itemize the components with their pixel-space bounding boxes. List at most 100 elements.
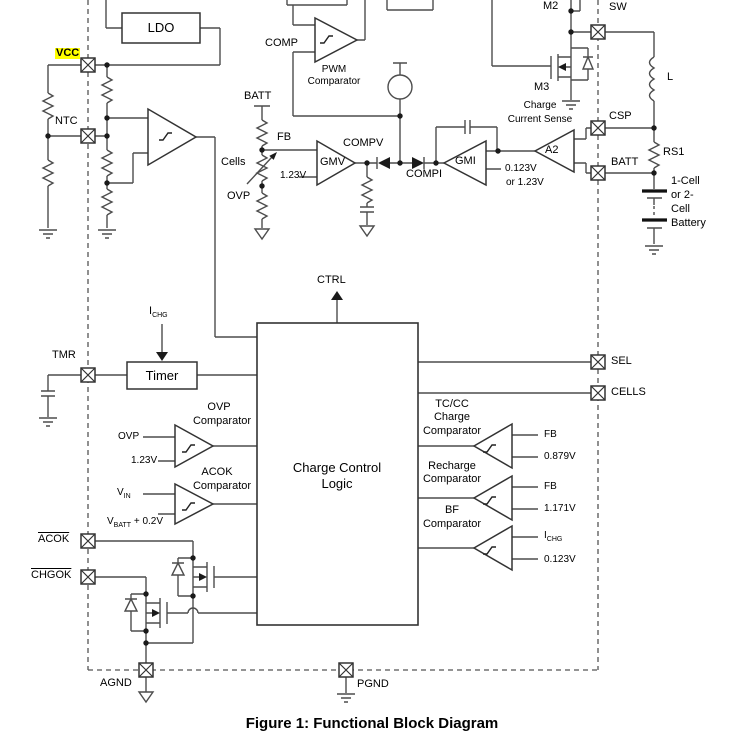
inductor-label: L <box>667 71 674 83</box>
ovp-reference: 1.23V <box>131 455 158 466</box>
battery-label: Cell <box>671 203 690 215</box>
body-diode-icon <box>123 597 139 612</box>
ichg-timer-label: ICHG <box>149 305 168 320</box>
pin-chgok <box>80 569 96 585</box>
vbatt-suffix: + 0.2V <box>131 516 164 527</box>
recharge-comparator-input: FB <box>544 481 557 492</box>
timer-label: Timer <box>145 368 179 383</box>
hysteresis-icon <box>483 546 496 555</box>
pwm-comparator-triangle <box>314 16 359 64</box>
recharge-comparator-label: Recharge <box>428 460 476 472</box>
tccc-comparator-label: Charge <box>433 411 471 423</box>
pin-label-chgok: CHGOK <box>31 569 72 581</box>
resistors <box>41 76 661 220</box>
pin-batt <box>590 165 606 181</box>
diode-icon <box>378 157 390 169</box>
pin-label-agnd: AGND <box>100 677 132 689</box>
pin-label-sel: SEL <box>611 355 632 367</box>
a2-label: A2 <box>545 144 559 156</box>
net-label-batt: BATT <box>244 90 272 102</box>
pin-label-batt: BATT <box>611 156 639 168</box>
net-label-compi: COMPI <box>406 168 443 180</box>
vbatt-main: V <box>107 516 114 527</box>
pin-csp <box>590 120 606 136</box>
ground-triangle-icon <box>253 228 271 241</box>
hysteresis-icon <box>182 444 195 453</box>
charge-current-sense-label: Charge <box>523 100 557 111</box>
current-source-icon <box>387 74 413 100</box>
ichg-main: I <box>149 305 153 317</box>
acok-comparator-triangle <box>174 482 215 526</box>
pin-label-ntc: NTC <box>55 115 78 127</box>
mosfet-arrow <box>558 63 566 71</box>
pin-label-cells: CELLS <box>611 386 646 398</box>
wires <box>39 0 663 703</box>
ovp-comparator-triangle <box>174 423 215 469</box>
hysteresis-icons <box>159 35 496 555</box>
m3-label: M3 <box>534 81 550 93</box>
charge-control-logic-block <box>256 322 419 626</box>
diode-icon <box>412 157 424 169</box>
hysteresis-icon <box>483 496 496 505</box>
hysteresis-icon <box>159 132 172 141</box>
rs1-label: RS1 <box>663 146 685 158</box>
pin-boxes <box>80 24 606 678</box>
bf-comparator-input: ICHG <box>544 530 562 544</box>
tccc-comparator-label: Comparator <box>422 425 482 437</box>
cells-adjust-arrow-line <box>246 156 273 185</box>
blocks <box>121 12 419 626</box>
recharge-comparator-label: Comparator <box>422 473 482 485</box>
pin-tmr <box>80 367 96 383</box>
pin-sw <box>590 24 606 40</box>
pin-sel <box>590 354 606 370</box>
ctrl-arrowhead <box>331 291 343 300</box>
net-label-cells: Cells <box>221 156 246 168</box>
ichg-sub: CHG <box>152 312 168 320</box>
battery-label: or 2- <box>671 189 694 201</box>
vin-sub: IN <box>123 493 131 500</box>
pin-vcc <box>80 57 96 73</box>
tccc-reference: 0.879V <box>544 451 576 462</box>
battery-label: Battery <box>671 217 706 229</box>
acok-comparator-input-vin: VIN <box>117 487 131 501</box>
gmv-reference: 1.23V <box>280 170 307 181</box>
ntc-comparator-triangle <box>147 107 198 167</box>
gmi-reference: or 1.23V <box>506 177 544 188</box>
pin-label-vcc: VCC <box>55 47 81 59</box>
net-label-comp: COMP <box>265 37 298 49</box>
vin-main: V <box>117 487 124 498</box>
pin-label-csp: CSP <box>609 110 632 122</box>
net-label-ctrl: CTRL <box>317 274 346 286</box>
acok-comparator-label: ACOK <box>201 466 233 478</box>
hysteresis-icon <box>182 502 195 511</box>
tccc-comparator-label: TC/CC <box>435 398 469 410</box>
gmv-amp-triangle <box>316 139 357 187</box>
pin-acok <box>80 533 96 549</box>
bf-comparator-triangle <box>472 524 513 572</box>
timer-block <box>126 361 198 390</box>
bf-comparator-label: BF <box>444 504 460 516</box>
recharge-reference: 1.171V <box>544 503 576 514</box>
charge-current-sense-label: Current Sense <box>507 114 573 125</box>
ovp-comparator-label: Comparator <box>192 415 252 427</box>
pin-cells <box>590 385 606 401</box>
ichg-arrowhead <box>156 352 168 361</box>
junction-dots <box>45 8 657 646</box>
ldo-block <box>121 12 201 44</box>
mosfet-arrow <box>152 609 160 617</box>
pin-label-sw: SW <box>609 1 627 13</box>
bf-ichg-main: I <box>544 530 547 541</box>
acok-comparator-label: Comparator <box>192 480 252 492</box>
body-diode-icon <box>170 561 186 576</box>
pwm-comparator-label: PWM <box>321 64 347 75</box>
m2-label: M2 <box>543 0 559 12</box>
charge-control-logic-label: Charge Control <box>292 460 382 475</box>
tccc-comparator-triangle <box>472 422 513 470</box>
pin-agnd <box>138 662 154 678</box>
gmi-reference: 0.123V <box>505 163 537 174</box>
figure-caption: Figure 1: Functional Block Diagram <box>245 715 499 732</box>
ldo-label: LDO <box>147 20 175 35</box>
net-label-compv: COMPV <box>343 137 384 149</box>
pin-label-acok: ACOK <box>38 533 70 545</box>
